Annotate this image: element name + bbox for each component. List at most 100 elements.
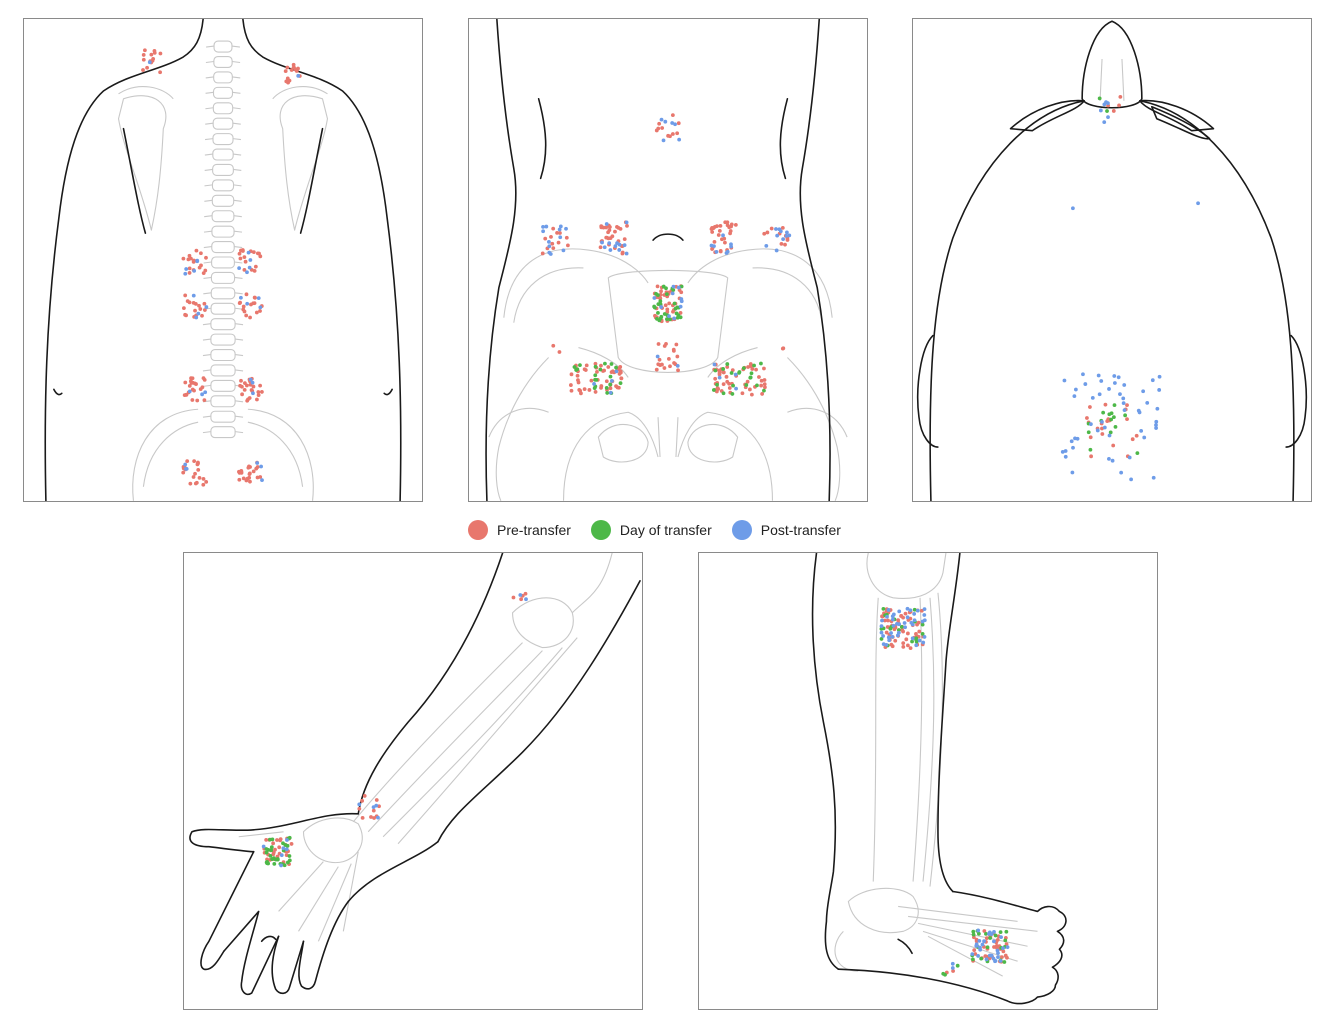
post-transfer-dot [667, 314, 671, 319]
pre-transfer-dot [200, 313, 204, 318]
day-of-transfer-dot [721, 391, 726, 396]
pre-transfer-dot [194, 382, 198, 386]
post-transfer-dot [541, 224, 545, 229]
post-transfer-dot [1107, 387, 1111, 391]
pre-transfer-dot [184, 313, 188, 318]
post-transfer-dot [764, 243, 769, 248]
post-transfer-dot [561, 248, 566, 253]
day-of-transfer-dot [665, 317, 669, 321]
pre-transfer-dot [556, 240, 561, 245]
post-transfer-dot [608, 248, 613, 252]
pre-transfer-dot [728, 231, 732, 236]
post-transfer-dot [1098, 108, 1103, 113]
dot-cluster [598, 220, 629, 256]
pre-transfer-dot [145, 65, 149, 70]
pre-transfer-dot [181, 256, 186, 261]
post-transfer-dot [357, 802, 362, 807]
post-transfer-dot [183, 462, 188, 467]
pre-transfer-dot [727, 225, 732, 230]
pre-transfer-dot [746, 365, 750, 369]
post-transfer-dot [996, 955, 1000, 960]
post-transfer-dot [248, 377, 253, 382]
post-transfer-dot [922, 635, 927, 639]
pre-transfer-dot [608, 236, 613, 241]
post-transfer-dot [1122, 408, 1127, 413]
pre-transfer-dot [191, 475, 196, 479]
day-of-transfer-dot [988, 936, 993, 940]
post-transfer-dot [608, 390, 613, 395]
pre-transfer-dot [710, 230, 715, 234]
pre-transfer-dot [721, 382, 726, 387]
pre-transfer-dot [780, 346, 785, 351]
pre-transfer-dot [608, 386, 613, 391]
pre-transfer-dot [604, 379, 609, 384]
pre-transfer-dot [602, 368, 607, 373]
pre-transfer-dot [915, 622, 919, 627]
day-of-transfer-dot [985, 945, 990, 950]
post-transfer-dot [734, 386, 738, 391]
post-transfer-dot [905, 606, 910, 611]
pre-transfer-dot [243, 259, 248, 264]
pre-transfer-dot [613, 229, 617, 234]
pre-transfer-dot [718, 249, 723, 254]
pre-transfer-dot [599, 363, 603, 368]
pre-transfer-dot [141, 68, 145, 72]
pre-transfer-dot [555, 230, 559, 235]
day-of-transfer-dot [914, 636, 919, 641]
post-transfer-dot [609, 379, 614, 383]
pre-transfer-dot [615, 224, 619, 229]
pre-transfer-dot [271, 841, 276, 846]
pre-transfer-dot [725, 365, 730, 369]
pre-transfer-dot [983, 954, 988, 959]
pre-transfer-dot [152, 50, 157, 55]
pre-transfer-dot [1003, 953, 1008, 958]
day-of-transfer-dot [749, 371, 754, 376]
pre-transfer-dot [247, 396, 252, 400]
pre-transfer-dot [374, 798, 379, 802]
pre-transfer-dot [523, 591, 528, 596]
pre-transfer-dot [723, 220, 728, 225]
post-transfer-dot [279, 853, 284, 858]
post-transfer-dot [890, 634, 895, 639]
pre-transfer-dot [253, 295, 257, 300]
pre-transfer-dot [242, 387, 247, 392]
post-transfer-dot [256, 296, 261, 300]
day-of-transfer-dot [603, 361, 607, 366]
pre-transfer-dot [242, 309, 247, 314]
pre-transfer-dot [289, 842, 294, 846]
pre-transfer-dot [765, 230, 770, 235]
post-transfer-dot [1154, 423, 1158, 427]
post-transfer-dot [661, 138, 666, 143]
pre-transfer-dot [201, 477, 206, 481]
pre-transfer-dot [657, 357, 662, 362]
pre-transfer-dot [141, 53, 146, 57]
pre-transfer-dot [511, 595, 516, 600]
day-of-transfer-dot [672, 301, 677, 306]
day-of-transfer-dot [984, 931, 988, 936]
pre-transfer-dot [667, 357, 671, 361]
post-transfer-dot [544, 224, 549, 229]
post-transfer-dot [1070, 470, 1075, 475]
pre-transfer-dot [663, 303, 668, 308]
pre-transfer-dot [1103, 402, 1108, 407]
post-transfer-dot [1083, 382, 1088, 386]
pre-transfer-dot [568, 383, 573, 387]
post-transfer-dot [1107, 457, 1111, 461]
pre-transfer-dot [762, 231, 767, 236]
post-transfer-dot [659, 305, 664, 309]
post-transfer-dot [617, 248, 622, 252]
day-of-transfer-dot [1097, 96, 1102, 101]
post-transfer-dot [1121, 396, 1126, 401]
pre-transfer-dot [188, 481, 193, 486]
dot-cluster [181, 248, 208, 276]
pre-transfer-dot [196, 467, 201, 472]
pre-transfer-dot [713, 376, 718, 381]
pre-transfer-dot [149, 52, 154, 57]
post-transfer-dot [248, 258, 253, 262]
day-of-transfer-dot [993, 933, 998, 938]
pre-transfer-dot [184, 392, 189, 397]
day-of-transfer-dot [881, 606, 886, 611]
dot-cluster [551, 343, 562, 354]
pre-transfer-dot [202, 398, 207, 402]
post-transfer-dot [996, 951, 1000, 956]
